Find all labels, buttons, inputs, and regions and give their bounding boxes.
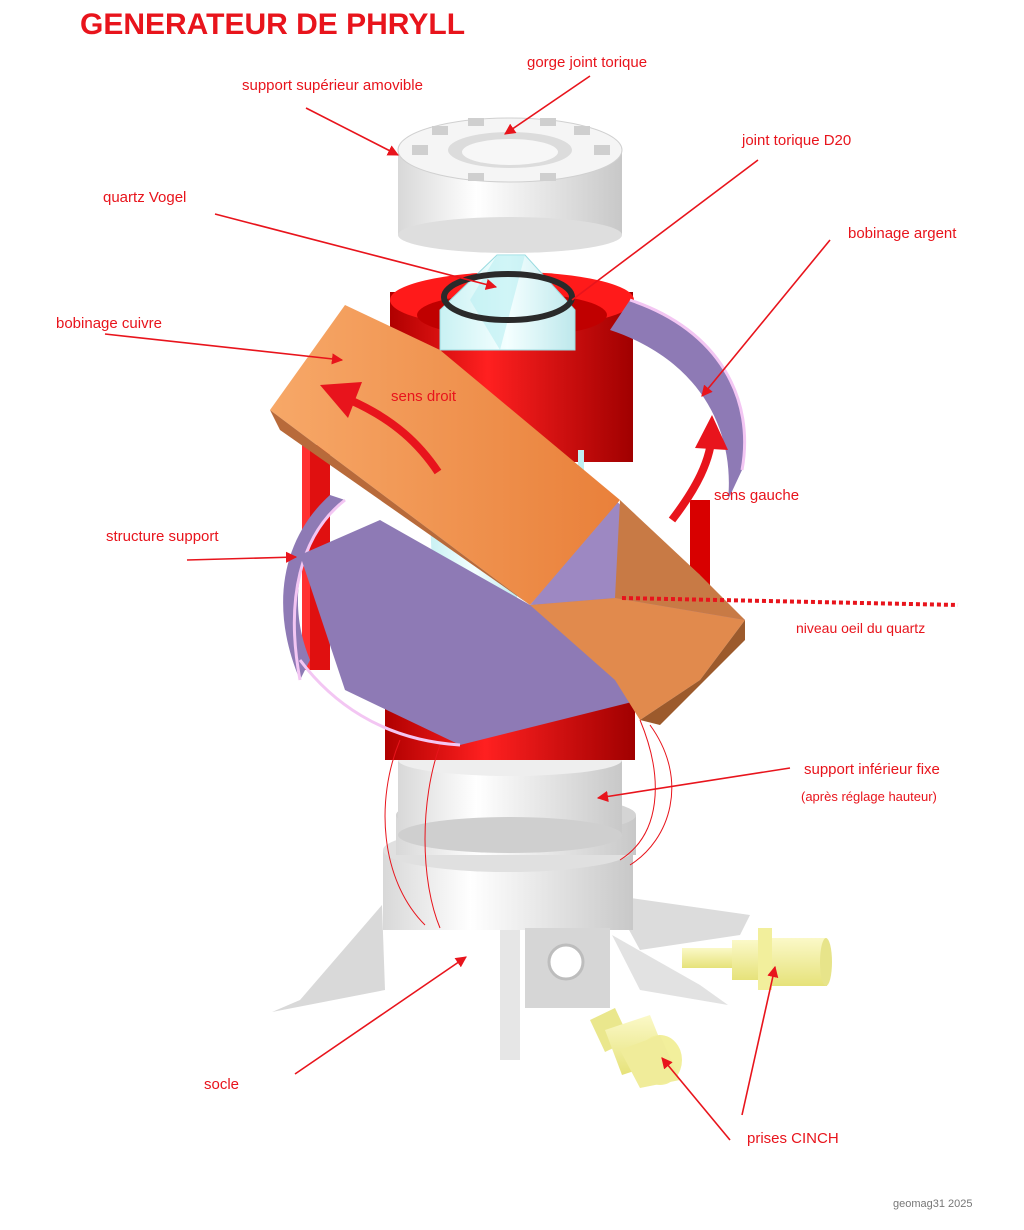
upper-support: [397, 117, 623, 253]
arrow-quartz: [214, 213, 498, 290]
label-sens-droit: sens droit: [391, 388, 457, 405]
diagram-title: GENERATEUR DE PHRYLL: [80, 8, 465, 41]
copper-winding: [270, 305, 745, 725]
label-gorge-joint-torique: gorge joint torique: [527, 54, 647, 71]
sens-gauche-arrow: [668, 415, 728, 523]
label-bobinage-argent: bobinage argent: [848, 225, 957, 242]
label-quartz-vogel: quartz Vogel: [103, 189, 186, 206]
wires: [384, 719, 673, 929]
arrow-support-inf: [596, 767, 791, 802]
o-ring: [441, 271, 575, 323]
arrow-cinch-1: [741, 965, 779, 1116]
label-support-superieur: support supérieur amovible: [242, 77, 423, 94]
credit-text: geomag31 2025: [893, 1198, 973, 1210]
quartz-eye-level-line: [621, 596, 959, 607]
label-joint-torique: joint torique D20: [741, 132, 851, 149]
cinch-connector-left: [590, 1008, 682, 1088]
sens-droit-arrow: [320, 382, 442, 475]
label-structure-support: structure support: [106, 528, 219, 545]
label-support-inferieur: support inférieur fixe: [804, 761, 940, 778]
lower-support: [396, 744, 636, 855]
arrow-bob-cuivre: [104, 333, 344, 365]
base-legs: [272, 895, 750, 1060]
label-socle: socle: [204, 1076, 239, 1093]
label-niveau-oeil: niveau oeil du quartz: [796, 620, 925, 636]
label-prises-cinch: prises CINCH: [747, 1130, 839, 1147]
arrow-gorge: [504, 75, 591, 135]
arrow-structure: [186, 551, 298, 563]
label-sens-gauche: sens gauche: [714, 487, 799, 504]
arrow-support-sup: [305, 107, 399, 156]
arrow-socle: [294, 956, 467, 1075]
arrow-joint: [571, 159, 759, 301]
label-bobinage-cuivre: bobinage cuivre: [56, 315, 162, 332]
arrow-bob-argent: [701, 239, 831, 397]
arrow-cinch-2: [661, 1057, 731, 1141]
label-support-inferieur-note: (après réglage hauteur): [801, 789, 937, 804]
annotation-arrows: [104, 75, 959, 1141]
